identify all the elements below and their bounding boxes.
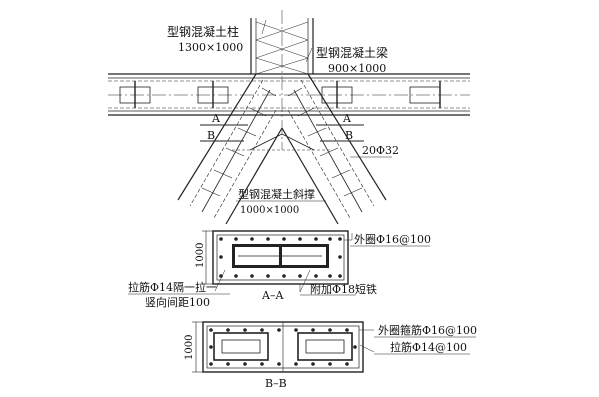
brace-elevation <box>177 73 387 225</box>
cut-b-right-label: B <box>345 129 353 142</box>
beam-size-label: 900×1000 <box>328 62 386 75</box>
brace-size-label: 1000×1000 <box>240 205 299 216</box>
aa-outer-stirrup-label: 外圈Φ16@100 <box>354 233 431 246</box>
column-size-label: 1300×1000 <box>178 41 243 54</box>
section-bb <box>192 321 476 373</box>
column-elevation <box>250 10 314 150</box>
aa-tie-bar-line1: 拉筋Φ14隔一拉一 <box>128 280 217 294</box>
cut-a-left-label: A <box>211 112 221 125</box>
beam-elevation <box>108 73 470 116</box>
bb-title: B–B <box>265 377 287 390</box>
cut-a-right-label: A <box>342 112 352 125</box>
cut-b-left-label: B <box>207 129 215 142</box>
rebar-20-label: 20Φ32 <box>362 144 399 157</box>
beam-name-label: 型钢混凝土梁 <box>316 45 388 60</box>
section-cut-marks <box>200 19 392 202</box>
aa-extra-bar-label: 附加Φ18短铁 <box>310 282 377 296</box>
column-name-label: 型钢混凝土柱 <box>167 24 239 39</box>
brace-name-label: 型钢混凝土斜撑 <box>238 187 315 201</box>
bb-tie-bar-label: 拉筋Φ14@100 <box>390 340 467 354</box>
section-aa <box>128 230 430 296</box>
text-labels: 型钢混凝土柱 1300×1000 型钢混凝土梁 900×1000 A B A B… <box>128 24 477 390</box>
bb-height-dim: 1000 <box>184 335 195 360</box>
aa-height-dim: 1000 <box>195 243 206 268</box>
aa-tie-bar-line2: 竖向间距100 <box>145 295 210 309</box>
aa-title: A–A <box>261 289 284 302</box>
bb-outer-stirrup-label: 外圈箍筋Φ16@100 <box>378 323 477 337</box>
